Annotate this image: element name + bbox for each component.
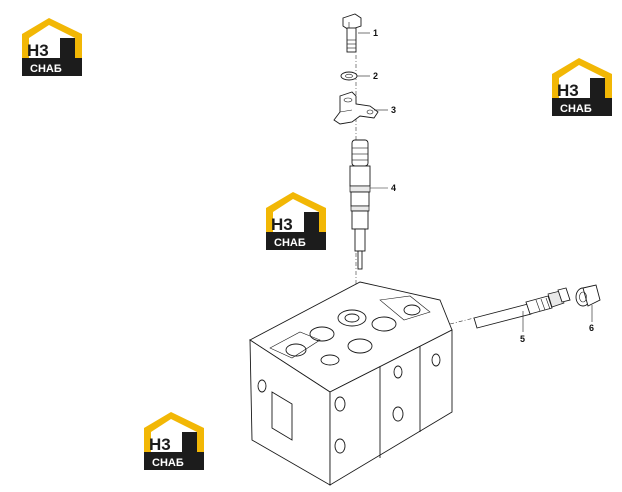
part-washer: [340, 71, 358, 81]
part-bolt: [342, 13, 362, 53]
callout-4: 4: [391, 183, 396, 193]
callout-1: 1: [373, 28, 378, 38]
callout-3: 3: [391, 105, 396, 115]
part-nut: [575, 284, 601, 307]
logo-top-text: H3: [149, 435, 171, 454]
part-injector: [349, 139, 371, 270]
part-connector-tube: [473, 287, 571, 329]
logo-bottom-text: СНАБ: [152, 457, 184, 469]
callout-6: 6: [589, 323, 594, 333]
part-clamp: [333, 91, 379, 125]
brand-logo-top-left: H3 СНАБ: [22, 18, 82, 76]
brand-logo-top-right: H3 СНАБ: [552, 58, 612, 116]
logo-bottom-text: СНАБ: [274, 237, 306, 249]
brand-logo-bottom-left: H3 СНАБ: [144, 412, 204, 470]
cylinder-head: [249, 281, 453, 486]
assembly-axis-horizontal: [449, 317, 475, 325]
leader-lines: [357, 32, 593, 332]
logo-bottom-text: СНАБ: [30, 63, 62, 75]
brand-logo-center: H3 СНАБ: [266, 192, 326, 250]
logo-top-text: H3: [557, 81, 579, 100]
callout-2: 2: [373, 71, 378, 81]
callout-5: 5: [520, 334, 525, 344]
logo-top-text: H3: [271, 215, 293, 234]
logo-bottom-text: СНАБ: [560, 103, 592, 115]
logo-top-text: H3: [27, 41, 49, 60]
